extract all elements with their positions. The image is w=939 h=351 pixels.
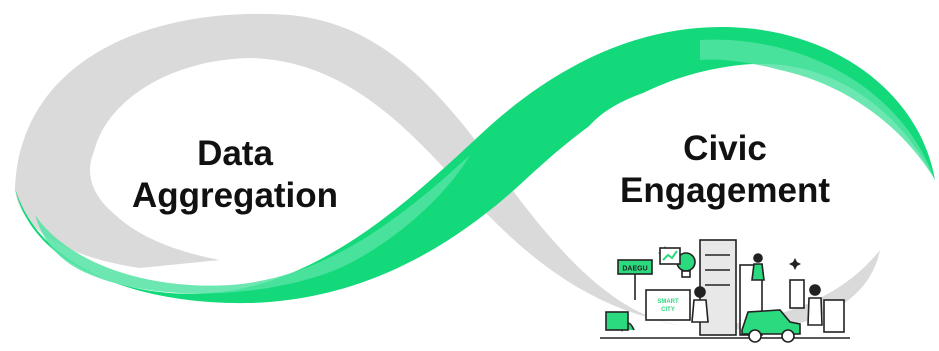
smart-city-billboard (645, 289, 691, 321)
gray-loop-band (15, 13, 680, 326)
green-loop-band (15, 26, 935, 304)
right-loop-center (575, 80, 875, 240)
smart-city-illustration (600, 239, 850, 343)
left-label-line1: Data (197, 134, 273, 173)
charger-icon (789, 279, 805, 309)
data-aggregation-label: Data Aggregation (110, 133, 360, 217)
person-icon (694, 286, 706, 298)
left-label-line2: Aggregation (131, 176, 339, 215)
billboard-line2: CITY (661, 307, 675, 313)
green-band-highlight-right (700, 39, 935, 181)
billboard-line1: SMART (657, 299, 679, 305)
civic-engagement-label: Civic Engagement (600, 128, 850, 212)
left-loop-center (90, 92, 370, 248)
right-label-line1: Civic (683, 129, 767, 168)
right-label-line2: Engagement (619, 171, 831, 210)
daegu-sign-text: DAEGU (622, 266, 647, 273)
gray-loop-tail (700, 250, 880, 330)
